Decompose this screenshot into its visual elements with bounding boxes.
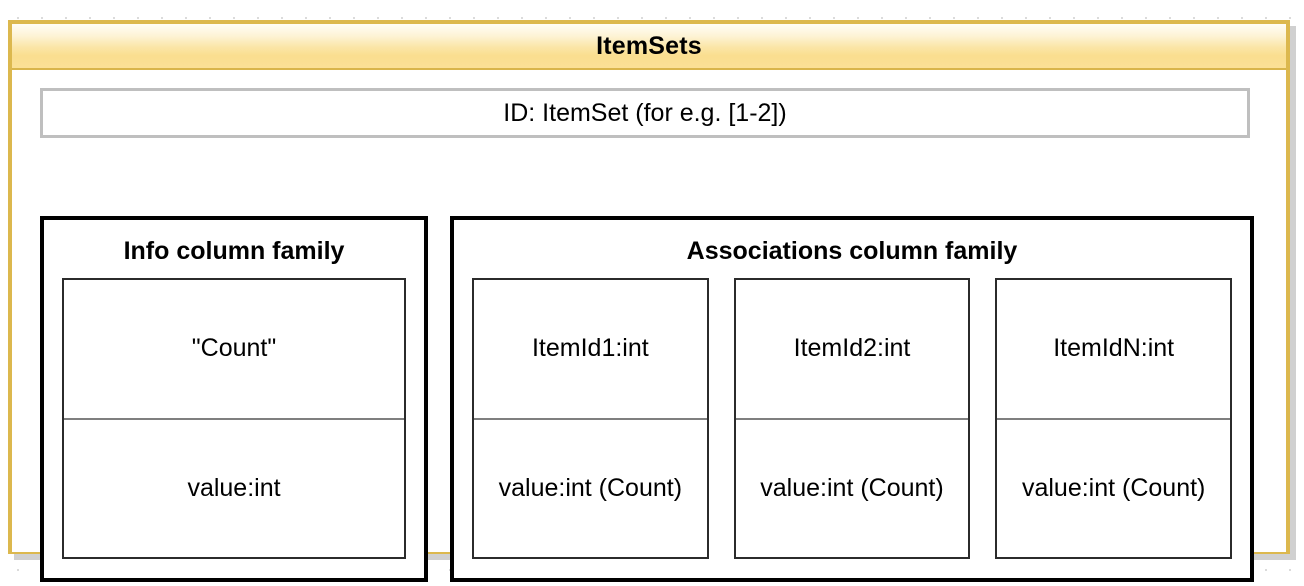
panel-title-bar: ItemSets	[12, 24, 1286, 70]
column-family-info: Info column family "Count" value:int	[40, 216, 428, 582]
column-qualifier: ItemId1:int	[474, 280, 707, 420]
column-cell-group: ItemIdN:int value:int (Count)	[995, 278, 1233, 559]
column-value: value:int	[187, 473, 281, 502]
column-value: value:int (Count)	[498, 473, 683, 502]
column-family-info-columns: "Count" value:int	[44, 278, 424, 578]
column-value: value:int (Count)	[760, 473, 944, 502]
itemsets-table-panel: ItemSets ID: ItemSet (for e.g. [1-2]) In…	[8, 20, 1290, 582]
column-family-associations-title: Associations column family	[686, 237, 1018, 265]
column-families-container: Info column family "Count" value:int Ass…	[40, 216, 1254, 582]
column-cell-group: ItemId2:int value:int (Count)	[733, 278, 971, 559]
column-family-info-title: Info column family	[123, 237, 345, 265]
panel-body: ID: ItemSet (for e.g. [1-2]) Info column…	[12, 70, 1286, 582]
column-family-associations: Associations column family ItemId1:int v…	[450, 216, 1254, 582]
column-family-associations-columns: ItemId1:int value:int (Count) ItemId2:in…	[454, 278, 1250, 578]
panel-title: ItemSets	[596, 31, 702, 60]
row-key-box: ID: ItemSet (for e.g. [1-2])	[40, 88, 1250, 138]
column-value: value:int (Count)	[1021, 473, 1206, 502]
column-cell-group: ItemId1:int value:int (Count)	[472, 278, 709, 559]
column-cell-group: "Count" value:int	[62, 278, 406, 559]
column-qualifier: ItemIdN:int	[997, 280, 1231, 420]
row-key-label: ID: ItemSet (for e.g. [1-2])	[503, 98, 787, 127]
column-qualifier: "Count"	[64, 280, 404, 420]
column-qualifier: ItemId2:int	[735, 280, 969, 420]
